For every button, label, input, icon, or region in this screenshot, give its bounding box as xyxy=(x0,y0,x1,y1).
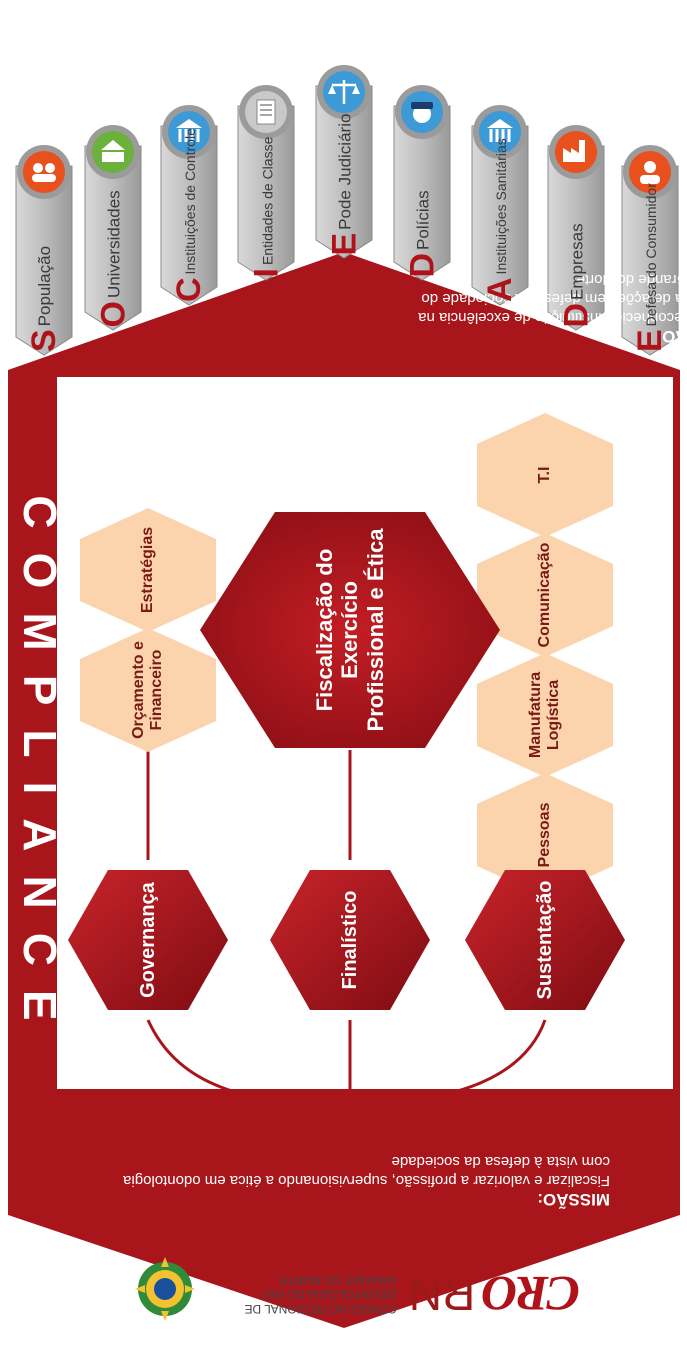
stakeholder-initial: E xyxy=(325,232,363,255)
pale-hexagon xyxy=(477,533,613,657)
compliance-title: COMPLIANCE xyxy=(14,495,66,1045)
pale-hexagon xyxy=(477,413,613,537)
stakeholder-label-7: D Empresas xyxy=(556,186,596,327)
pale-hexagon xyxy=(477,653,613,777)
stakeholder-label-4: E Pode Judiciário xyxy=(324,113,364,255)
stakeholder-text: Empresas xyxy=(567,222,586,300)
stakeholder-tab-8 xyxy=(621,145,679,356)
stakeholder-label-5: D Polícias xyxy=(402,146,442,277)
stakeholder-label-2: C Instituições de Controle xyxy=(169,128,209,302)
governance-child-label: Orçamento e Financeiro xyxy=(129,641,165,739)
building-icon xyxy=(473,105,527,159)
pillar-hexagon-2 xyxy=(465,870,625,1010)
stakeholder-text: Pode Judiciário xyxy=(335,113,354,230)
sustentation-child-label: Manufatura Logística xyxy=(526,671,562,759)
stakeholder-initial: D xyxy=(403,252,441,277)
stakeholder-text: Instituições de Controle xyxy=(182,128,198,275)
stakeholder-text: Polícias xyxy=(413,189,432,250)
sustentation-child-label: T.I xyxy=(535,466,553,484)
stakeholder-initial: S xyxy=(25,329,63,352)
stakeholder-tab-2 xyxy=(160,105,218,306)
factory-icon xyxy=(549,125,603,179)
people-icon xyxy=(17,145,71,199)
pillar-hexagon-1 xyxy=(270,870,430,1010)
stakeholder-initial: E xyxy=(631,329,669,352)
university-icon xyxy=(86,125,140,179)
stakeholder-initial: A xyxy=(481,277,519,302)
stakeholder-label-8: E Defesa do Consumidor xyxy=(630,183,670,352)
mission-heading: MISSÃO: xyxy=(537,1190,610,1209)
consumer-icon xyxy=(623,145,677,199)
scales-icon xyxy=(317,65,371,119)
cro-logo-text: CRO xyxy=(483,1266,580,1322)
stakeholder-tab-1 xyxy=(84,125,142,331)
pillar-label: Finalístico xyxy=(338,890,361,990)
document-icon xyxy=(239,85,293,139)
pale-hexagon xyxy=(80,628,216,752)
pale-hexagon xyxy=(477,773,613,897)
pillar-label: Governança xyxy=(136,882,159,998)
stakeholder-label-6: A Instituições Sanitárias xyxy=(480,138,520,302)
stakeholder-initial: I xyxy=(247,267,285,277)
governance-child-label: Estratégias xyxy=(138,526,156,614)
hexagon-group xyxy=(68,413,625,1010)
stakeholder-tab-3 xyxy=(237,85,295,281)
coat-of-arms-icon xyxy=(135,1257,195,1321)
pillar-label: Sustentação xyxy=(533,880,556,1000)
stakeholder-initial: D xyxy=(557,302,595,327)
central-hexagon-label: Fiscalização do Exercício Profissional e… xyxy=(312,528,388,732)
stakeholder-tabs xyxy=(15,65,679,356)
stakeholder-initial: O xyxy=(94,300,132,327)
stakeholder-text: População xyxy=(35,245,54,327)
stakeholder-label-3: I Entidades de Classe xyxy=(246,136,286,277)
stakeholder-tab-0 xyxy=(15,145,73,356)
stakeholder-text: Entidades de Classe xyxy=(259,136,275,265)
stakeholder-initial: C xyxy=(170,277,208,302)
stakeholder-tab-5 xyxy=(393,85,451,281)
mission-statement: MISSÃO: Fiscalizar e valorizar a profiss… xyxy=(120,1140,610,1210)
stakeholder-tab-7 xyxy=(547,125,605,331)
sustentation-child-label: Comunicação xyxy=(535,542,553,648)
org-name: CONSELHO REGIONAL DE ODONTOLOGIA DO RIO … xyxy=(244,1272,397,1316)
stakeholder-text: Instituições Sanitárias xyxy=(493,138,509,275)
pale-hexagon xyxy=(80,508,216,632)
logo-area: CRO RN CONSELHO REGIONAL DE ODONTOLOGIA … xyxy=(120,1238,580,1333)
mission-text: Fiscalizar e valorizar a profissão, supe… xyxy=(123,1153,610,1189)
stakeholder-tab-4 xyxy=(315,65,373,259)
central-hexagon xyxy=(200,512,500,748)
connector-lines xyxy=(146,750,547,1110)
stakeholder-tab-6 xyxy=(471,105,529,306)
building-icon xyxy=(162,105,216,159)
stakeholder-label-1: O Universidades xyxy=(93,186,133,327)
stakeholder-label-0: S População xyxy=(24,206,64,352)
stakeholder-text: Defesa do Consumidor xyxy=(643,183,659,327)
pillar-hexagon-0 xyxy=(68,870,228,1010)
stakeholder-text: Universidades xyxy=(104,189,123,298)
police-icon xyxy=(395,85,449,139)
state-abbr: RN xyxy=(408,1268,476,1320)
